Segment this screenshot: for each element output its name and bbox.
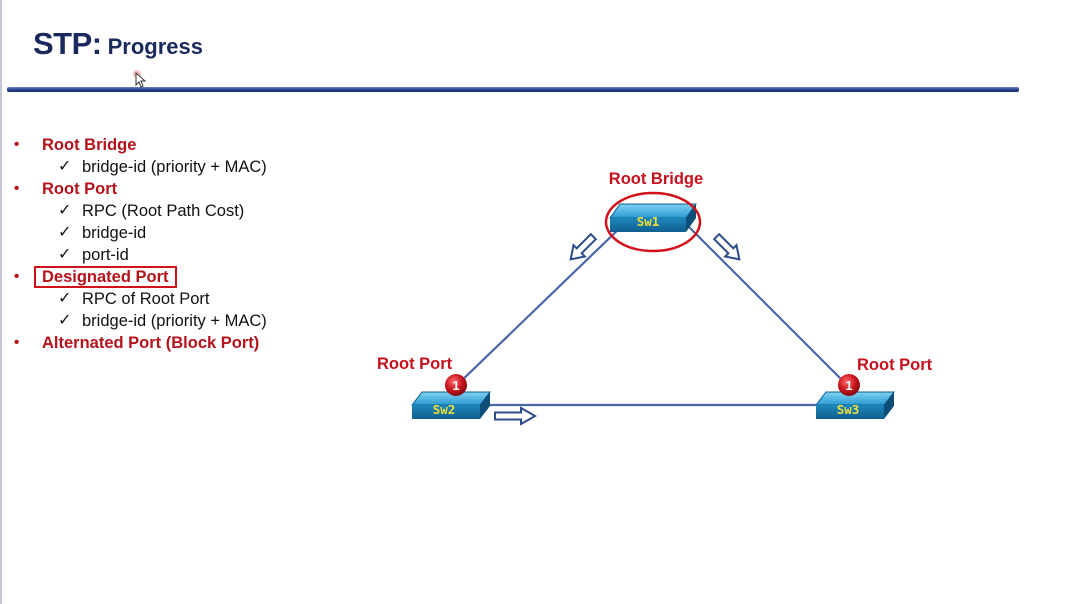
sub-item-label: bridge-id — [82, 224, 147, 242]
sub-item: ✓ RPC of Root Port — [14, 288, 267, 310]
title-main: STP: — [33, 26, 102, 61]
bullet-list: • Root Bridge ✓ bridge-id (priority + MA… — [14, 134, 267, 354]
sub-item: ✓ port-id — [14, 244, 267, 266]
slide-left-edge — [0, 0, 2, 604]
check-icon: ✓ — [58, 290, 72, 307]
switch-sw2-label: Sw2 — [433, 402, 456, 417]
link-sw1-sw3 — [687, 225, 849, 387]
bullet-label: Root Bridge — [42, 136, 137, 154]
bullet-designated-port: • Designated Port — [14, 266, 267, 288]
sub-item: ✓ bridge-id — [14, 222, 267, 244]
root-port-label-sw2: Root Port — [377, 355, 453, 373]
sub-item-label: port-id — [82, 246, 129, 264]
title-divider — [7, 87, 1019, 92]
check-icon: ✓ — [58, 224, 72, 241]
root-port-label-sw3: Root Port — [857, 356, 933, 374]
root-port-badge-sw2-number: 1 — [452, 378, 459, 393]
bullet-dot: • — [14, 136, 20, 153]
mouse-pointer-icon — [133, 70, 147, 88]
arrow-icon-sw1-to-sw3 — [712, 232, 741, 261]
sub-item-label: bridge-id (priority + MAC) — [82, 312, 267, 330]
bullet-root-port: • Root Port — [14, 178, 267, 200]
root-port-badge-sw2: 1 — [445, 374, 467, 396]
bullet-dot: • — [14, 180, 20, 197]
switch-sw1-label: Sw1 — [637, 214, 660, 229]
sub-item-label: bridge-id (priority + MAC) — [82, 158, 267, 176]
bullet-label: Alternated Port (Block Port) — [42, 334, 260, 352]
bullet-alternated-port: • Alternated Port (Block Port) — [14, 332, 267, 354]
bullet-label: Root Port — [42, 180, 118, 198]
sub-item: ✓ bridge-id (priority + MAC) — [14, 156, 267, 178]
link-sw1-sw2 — [455, 225, 623, 387]
check-icon: ✓ — [58, 246, 72, 263]
slide-title: STP:Progress — [33, 26, 203, 62]
switch-sw3-icon: Sw3 — [814, 391, 896, 419]
root-port-badge-sw3-number: 1 — [845, 378, 852, 393]
switch-sw2-icon: Sw2 — [410, 391, 492, 419]
bullet-label-highlighted: Designated Port — [34, 266, 177, 288]
sub-item-label: RPC of Root Port — [82, 290, 210, 308]
stp-topology-diagram: Sw1 Root Bridge Sw2 1 Root Port Sw3 1 Ro… — [377, 170, 933, 426]
sub-item: ✓ bridge-id (priority + MAC) — [14, 310, 267, 332]
bullet-root-bridge: • Root Bridge — [14, 134, 267, 156]
switch-sw1-icon: Sw1 — [609, 203, 697, 232]
arrow-icon-sw1-to-sw2 — [569, 232, 598, 261]
check-icon: ✓ — [58, 312, 72, 329]
bullet-dot: • — [14, 334, 20, 351]
bullet-dot: • — [14, 268, 20, 285]
title-sub: Progress — [107, 34, 204, 59]
root-port-badge-sw3: 1 — [838, 374, 860, 396]
root-bridge-highlight — [604, 191, 702, 253]
root-bridge-label: Root Bridge — [609, 170, 703, 188]
arrow-icon-sw2-to-sw3 — [494, 406, 538, 426]
check-icon: ✓ — [58, 158, 72, 175]
check-icon: ✓ — [58, 202, 72, 219]
sub-item-label: RPC (Root Path Cost) — [82, 202, 245, 220]
sub-item: ✓ RPC (Root Path Cost) — [14, 200, 267, 222]
switch-sw3-label: Sw3 — [837, 402, 860, 417]
